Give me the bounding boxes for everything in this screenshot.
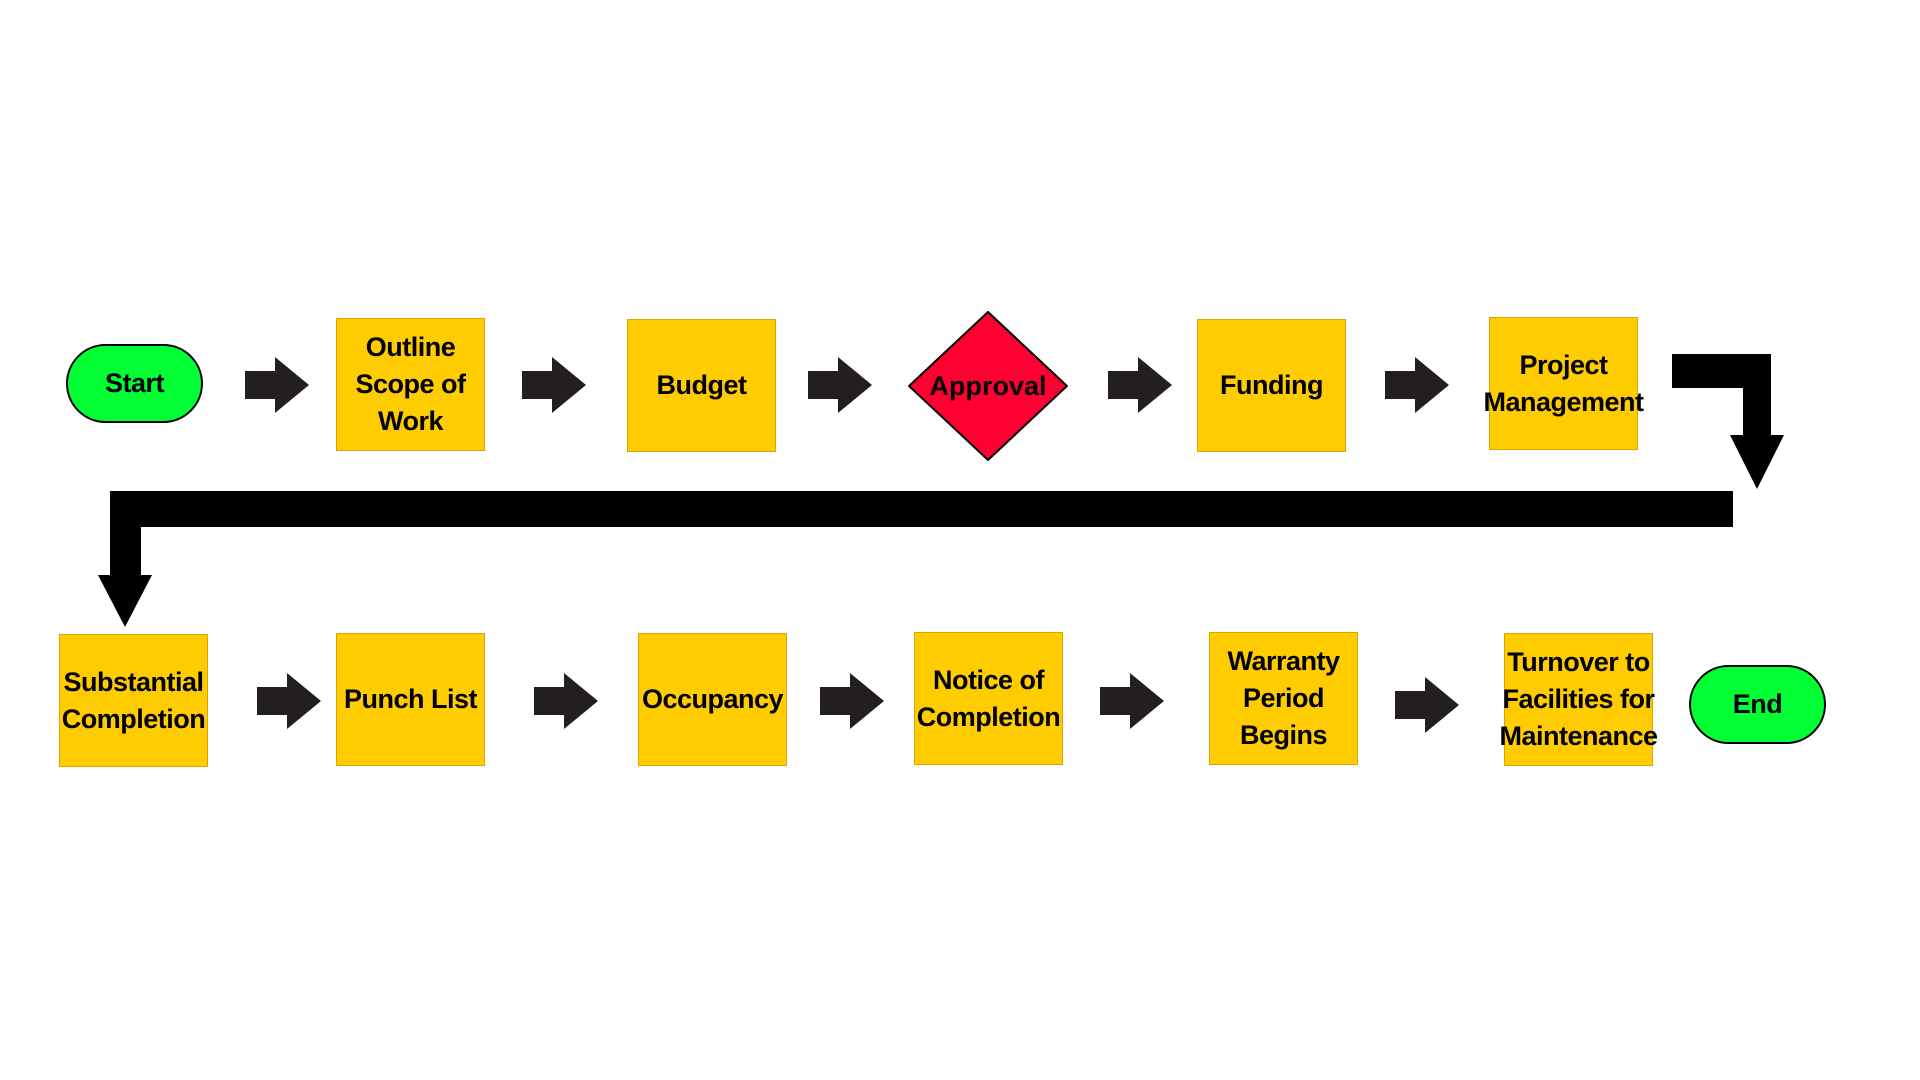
budget-process: Budget [627,319,776,452]
arrow-notice-to-warranty [1100,673,1164,729]
arrow-warranty-to-turnover [1395,677,1459,733]
arrow-funding-to-project-management [1385,357,1449,413]
arrow-budget-to-approval [808,357,872,413]
notice-of-completion-process: Notice of Completion [914,632,1063,765]
end-label: End [1732,689,1783,719]
project-management-process: Project Management [1483,317,1644,450]
notice-of-completion-label: Notice of Completion [916,664,1061,732]
arrow-start-to-outline-scope [245,357,309,413]
turnover-process: Turnover to Facilities for Maintenance [1499,633,1658,766]
start-terminal: Start [66,344,203,423]
funding-label: Funding [1220,370,1323,400]
occupancy-process: Occupancy [638,633,787,766]
approval-diamond-shape [908,311,1068,461]
project-management-label: Project Management [1483,349,1644,417]
approval-decision: Approval [908,311,1068,461]
turnover-label: Turnover to Facilities for Maintenance [1499,647,1658,751]
warranty-period-label: Warranty Period Begins [1227,646,1340,750]
approval-diamond [908,311,1068,461]
budget-label: Budget [656,370,747,400]
substantial-completion-label: Substantial Completion [61,666,206,734]
punch-list-label: Punch List [343,684,478,714]
connector-return-line [98,491,1733,627]
approval-label: Approval [929,370,1047,401]
warranty-period-process: Warranty Period Begins [1209,632,1358,765]
substantial-completion-process: Substantial Completion [59,634,208,767]
start-label: Start [104,368,165,398]
arrow-punch-list-to-occupancy [534,673,598,729]
arrow-outline-scope-to-budget [522,357,586,413]
connector-right-elbow [1672,354,1784,489]
arrow-substantial-to-punch-list [257,673,321,729]
arrow-occupancy-to-notice [820,673,884,729]
punch-list-process: Punch List [336,633,485,766]
outline-scope-label: Outline Scope of Work [355,332,466,436]
end-terminal: End [1689,665,1826,744]
outline-scope-process: Outline Scope of Work [336,318,485,451]
arrow-approval-to-funding [1108,357,1172,413]
funding-process: Funding [1197,319,1346,452]
occupancy-label: Occupancy [641,684,784,714]
